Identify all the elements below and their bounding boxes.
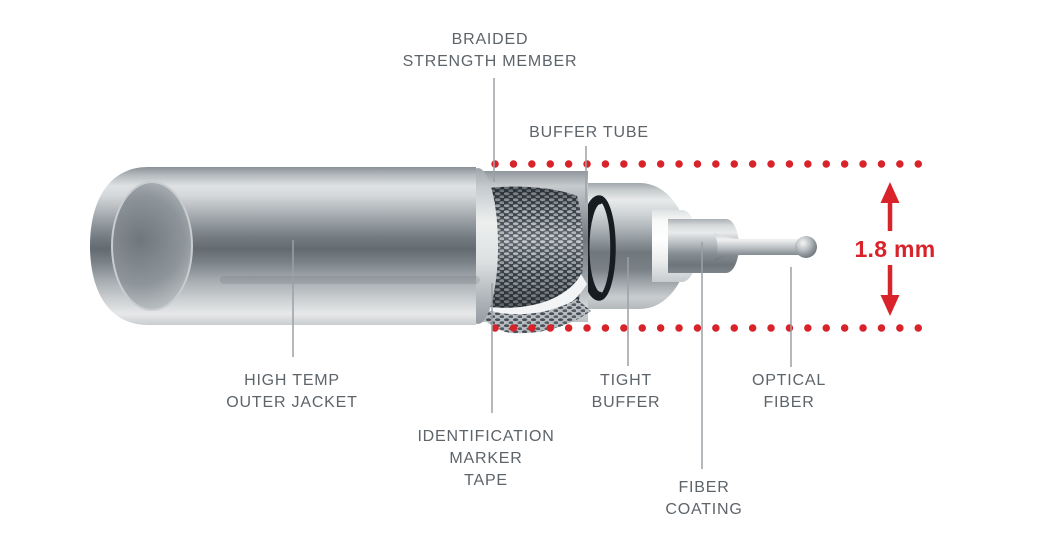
outer-jacket-cylinder [90,167,476,325]
label-line: OPTICAL [751,372,827,389]
braid-peeled-flap-mesh [480,299,591,334]
label-line: STRENGTH MEMBER [402,53,578,70]
label-line: BUFFER TUBE [529,124,649,141]
label-optical-fiber: OPTICAL FIBER [752,370,826,414]
label-braided-strength-member: BRAIDED STRENGTH MEMBER [403,29,578,73]
label-line: IDENTIFICATION [417,428,555,445]
label-line: FIBER [763,394,815,411]
label-line: TAPE [464,472,508,489]
label-line: BUFFER [591,394,661,411]
label-line: HIGH TEMP [244,372,340,389]
label-buffer-tube: BUFFER TUBE [529,122,649,144]
label-line: OUTER JACKET [226,394,358,411]
dimension-value: 1.8 mm [854,236,936,262]
optical-fiber-flare [714,233,742,261]
label-line: MARKER [449,450,523,467]
label-identification-marker-tape: IDENTIFICATION MARKER TAPE [417,426,554,492]
optical-fiber-rod [738,239,802,255]
label-tight-buffer: TIGHT BUFFER [592,370,661,414]
label-high-temp-outer-jacket: HIGH TEMP OUTER JACKET [226,370,357,414]
fiber-coating-cylinder [668,219,739,273]
label-line: FIBER [678,479,730,496]
label-line: COATING [665,501,743,518]
dimension-arrow-up [880,182,900,231]
outer-jacket-end-cap [111,181,193,311]
optical-fiber-tip [795,236,817,258]
dimension-arrow-down [880,265,900,316]
label-line: TIGHT [600,372,652,389]
label-line: BRAIDED [451,31,529,48]
label-fiber-coating: FIBER COATING [665,477,742,521]
outer-jacket-reflection [220,276,480,284]
